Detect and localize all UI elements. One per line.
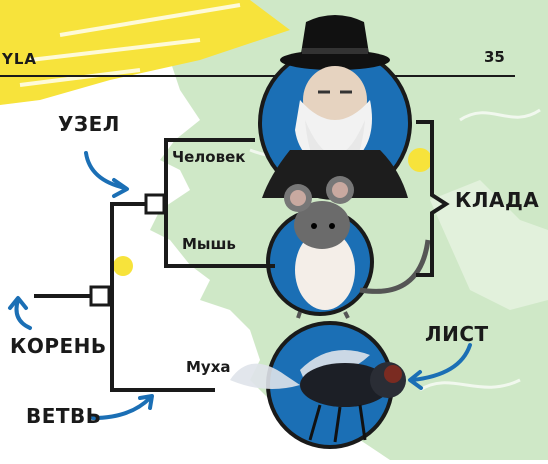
clade-brace: [416, 120, 450, 277]
mouse-icon: [284, 176, 431, 319]
node-square-root: [89, 285, 111, 307]
node-square-inner: [144, 193, 166, 215]
leaf-label-mouse: Мышь: [182, 235, 236, 253]
leaf-label-human: Человек: [172, 148, 246, 166]
callout-root: КОРЕНЬ: [10, 334, 107, 358]
fly-icon: [230, 350, 406, 443]
callout-branch: ВЕТВЬ: [26, 404, 102, 428]
callout-arrows: [8, 151, 472, 420]
callout-node: УЗЕЛ: [58, 112, 120, 136]
darwin-portrait-icon: [262, 15, 408, 198]
callout-clade: КЛАДА: [455, 188, 540, 212]
page-number: 35: [484, 48, 505, 66]
callout-leaf: ЛИСТ: [425, 322, 489, 346]
leaf-label-fly: Муха: [186, 358, 231, 376]
brand-mark: YLA: [2, 50, 38, 68]
